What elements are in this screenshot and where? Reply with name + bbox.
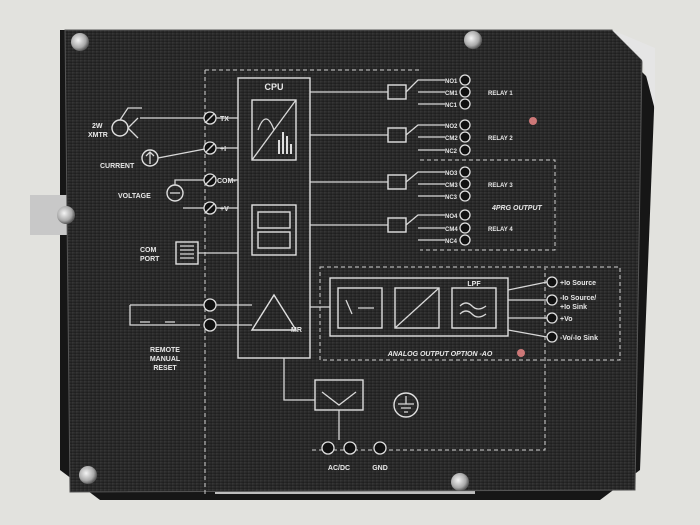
relay2-no: NO2 bbox=[445, 124, 458, 130]
relay2-nc: NC2 bbox=[445, 149, 458, 155]
relay-terminals bbox=[459, 74, 471, 246]
com-port-label-1: COM bbox=[140, 247, 157, 254]
relay4-cm: CM4 bbox=[445, 227, 458, 233]
ao-wiring bbox=[507, 281, 548, 338]
screw-icon bbox=[71, 33, 89, 51]
led-icon bbox=[517, 349, 525, 357]
screw-icon bbox=[57, 206, 75, 224]
filter-curve-icon bbox=[257, 118, 275, 131]
output-io-sink: +Io Sink bbox=[560, 304, 587, 311]
relay1-cm: CM1 bbox=[445, 91, 458, 97]
screw-icon bbox=[451, 473, 469, 491]
relay1-nc: NC1 bbox=[445, 103, 458, 109]
mr-label: MR bbox=[291, 327, 302, 334]
remote-label: REMOTE bbox=[150, 347, 180, 354]
relay4-name: RELAY 4 bbox=[488, 227, 513, 233]
bargraph-icon bbox=[278, 132, 292, 154]
memory-chip-icon bbox=[257, 211, 291, 229]
mr-wiring bbox=[216, 304, 252, 326]
screw-icon bbox=[464, 31, 482, 49]
relay4-no: NO4 bbox=[445, 214, 458, 220]
amplifier-icon bbox=[250, 293, 298, 331]
relay-bank bbox=[310, 79, 445, 241]
cpu-block bbox=[237, 77, 311, 359]
remote-reset-wiring bbox=[129, 304, 210, 326]
frame-dashed bbox=[204, 69, 420, 495]
dac-diagonal bbox=[394, 287, 440, 329]
voltage-label: VOLTAGE bbox=[118, 193, 151, 200]
xmtr-symbol-icon bbox=[111, 107, 142, 139]
relay4-nc: NC4 bbox=[445, 239, 458, 245]
faceplate-bevel bbox=[612, 30, 655, 110]
com-minus-label: COM- bbox=[217, 178, 236, 185]
cpu-input-wiring bbox=[216, 117, 238, 209]
manual-label: MANUAL bbox=[150, 356, 181, 363]
analog-output-label: ANALOG OUTPUT OPTION -AO bbox=[387, 351, 493, 358]
com-port-label-2: PORT bbox=[140, 256, 160, 263]
prg-output-label: 4PRG OUTPUT bbox=[491, 205, 543, 212]
relay1-no: NO1 bbox=[445, 79, 458, 85]
input-terminals bbox=[203, 111, 217, 215]
screw-icon bbox=[79, 466, 97, 484]
lpf-label: LPF bbox=[467, 281, 481, 288]
relay2-name: RELAY 2 bbox=[488, 136, 513, 142]
input-wiring bbox=[140, 117, 211, 209]
relay2-cm: CM2 bbox=[445, 136, 458, 142]
dac-block bbox=[394, 287, 440, 329]
lpf-wave-icon bbox=[459, 302, 487, 318]
ac-dc-label: AC/DC bbox=[328, 465, 350, 472]
output-vo-io-sink: -Vo/-Io Sink bbox=[560, 335, 598, 342]
output-io-source: +Io Source bbox=[560, 280, 596, 287]
cpu-label: CPU bbox=[264, 82, 283, 92]
xmtr-2w-label: 2W bbox=[92, 123, 103, 130]
filter-block bbox=[251, 99, 297, 161]
led-icon bbox=[529, 117, 537, 125]
gnd-label: GND bbox=[372, 465, 388, 472]
power-terminals bbox=[321, 441, 387, 455]
relay3-nc: NC3 bbox=[445, 195, 458, 201]
output-vo: +Vo bbox=[560, 316, 573, 323]
ground-symbol-icon bbox=[393, 392, 419, 418]
frame-dashed bbox=[312, 268, 546, 451]
tx-label: TX bbox=[220, 116, 229, 123]
relay3-no: NO3 bbox=[445, 171, 458, 177]
output-io-source-minus: -Io Source/ bbox=[560, 295, 596, 302]
relay3-cm: CM3 bbox=[445, 183, 458, 189]
relay3-name: RELAY 3 bbox=[488, 183, 513, 189]
com-port-wiring bbox=[180, 245, 238, 259]
power-wiring bbox=[283, 358, 340, 440]
current-label: CURRENT bbox=[100, 163, 135, 170]
analog-output-frame bbox=[319, 266, 621, 361]
memory-chip-icon bbox=[257, 231, 291, 249]
plus-v-label: +V bbox=[220, 206, 229, 213]
ground-lines-icon bbox=[398, 396, 414, 413]
opto-isolator-icon bbox=[345, 299, 374, 315]
reset-label: RESET bbox=[153, 365, 177, 372]
relay1-name: RELAY 1 bbox=[488, 91, 513, 97]
xmtr-label: XMTR bbox=[88, 132, 108, 139]
opto-isolator-block bbox=[337, 287, 383, 329]
lpf-block bbox=[451, 287, 497, 329]
plus-i-label: +I bbox=[220, 146, 226, 153]
rectifier-icon bbox=[321, 391, 357, 406]
memory-block bbox=[251, 204, 297, 256]
